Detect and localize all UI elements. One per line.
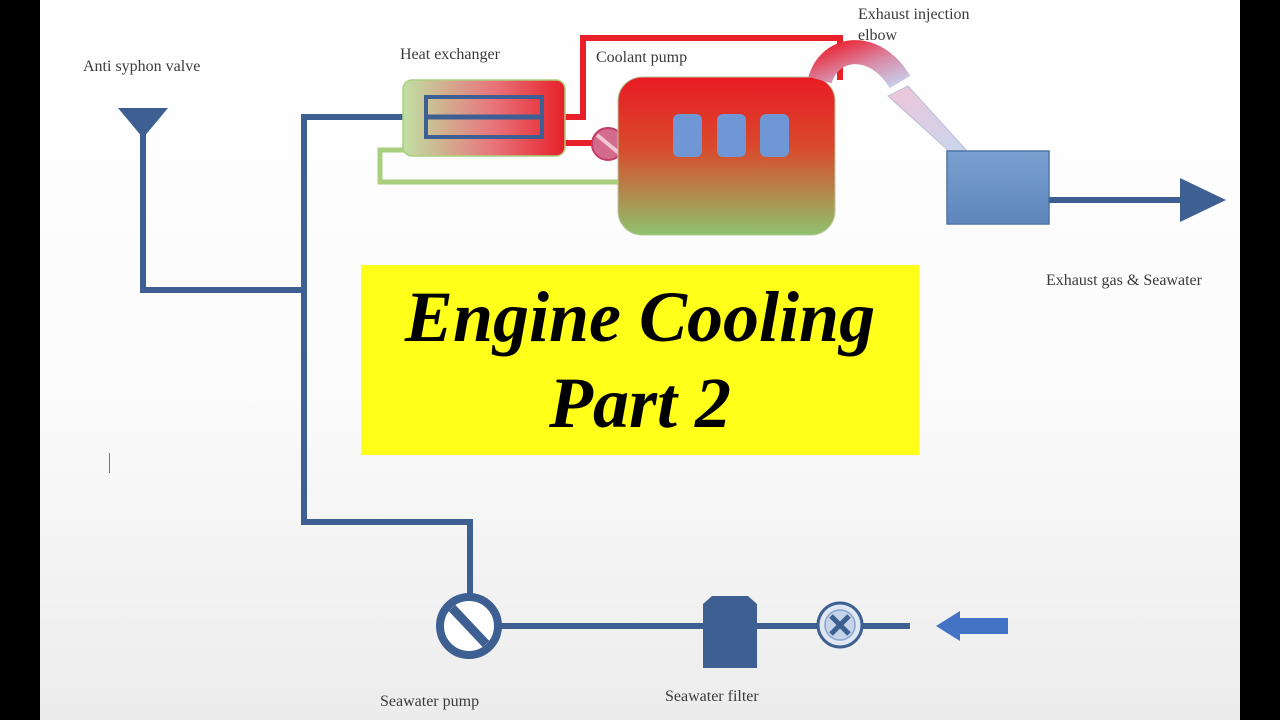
- coolant-pump-label: Coolant pump: [596, 49, 688, 66]
- cooling-diagram: [118, 35, 1226, 668]
- exhaust-muffler: [946, 150, 1050, 225]
- seawater-pump-slash: [448, 604, 490, 648]
- title-banner: Engine Cooling Part 2: [361, 265, 919, 455]
- seawater-riser-pipe: [301, 114, 542, 598]
- exhaust-outlet-label: Exhaust gas & Seawater: [1046, 272, 1202, 289]
- exhaust-pipe: [887, 85, 970, 153]
- exhaust-injection-elbow: [808, 40, 911, 89]
- seacock-valve-cross-2: [829, 614, 851, 636]
- engine-cylinder-1: [673, 114, 702, 157]
- heat-exchanger-label: Heat exchanger: [400, 46, 500, 63]
- seawater-filter-icon: [703, 596, 757, 668]
- exhaust-injection-elbow-label: Exhaust injection: [858, 6, 970, 23]
- anti-syphon-valve-label: Anti syphon valve: [83, 58, 201, 75]
- title-line-2: Part 2: [548, 363, 731, 443]
- anti-syphon-valve-icon: [118, 108, 168, 138]
- engine-cylinder-2: [717, 114, 746, 157]
- seawater-filter-label: Seawater filter: [665, 688, 759, 705]
- coolant-pump-slash: [595, 133, 621, 155]
- coolant-return-pipe: [377, 147, 620, 185]
- text-cursor-mark: [109, 453, 110, 473]
- seawater-pump-label: Seawater pump: [380, 693, 480, 710]
- engine-cylinder-3: [760, 114, 789, 157]
- title-line-1: Engine Cooling: [404, 277, 876, 357]
- exhaust-injection-elbow-label-line2: elbow: [858, 27, 898, 44]
- diagram-canvas: Anti syphon valve Heat exchanger Coolant…: [40, 0, 1240, 720]
- exhaust-outlet-arrow-icon: [1180, 178, 1226, 222]
- seawater-intake-arrow-icon: [936, 611, 1008, 641]
